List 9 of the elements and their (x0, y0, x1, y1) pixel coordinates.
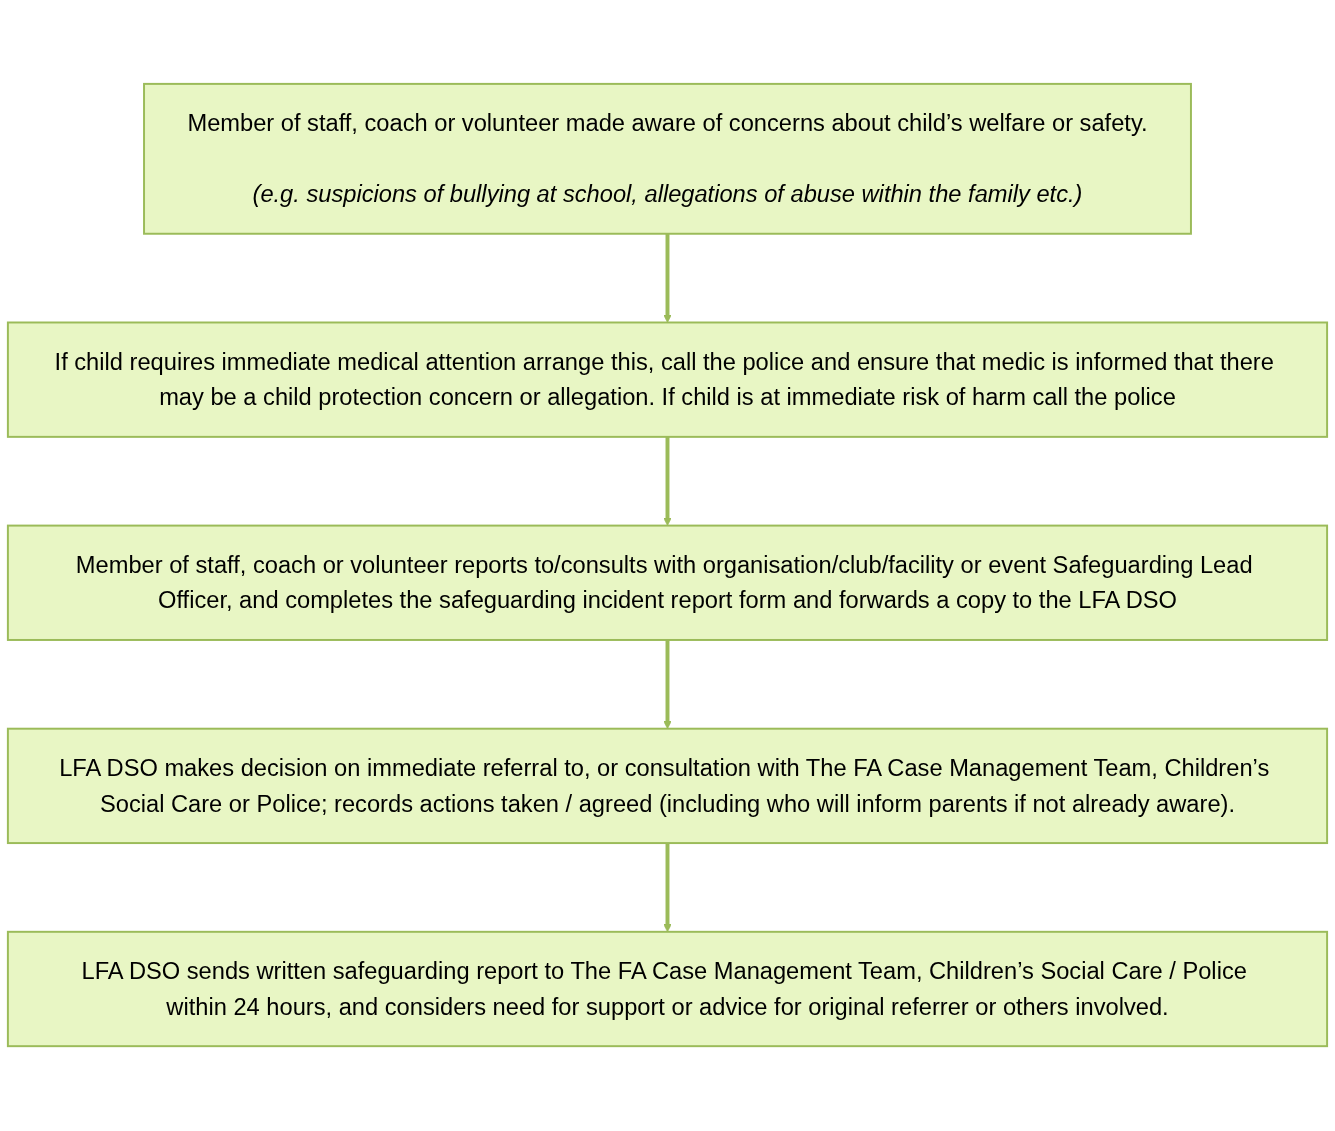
arrow (663, 234, 672, 324)
node-box: Member of staff, coach or volunteer reports to/consults with organisation/club/facility or event Safeguarding Lead Officer, and completes the safeguarding incident report form and forwards a copy to the LFA DSO (6, 525, 1329, 642)
node-box: LFA DSO makes decision on immediate referral to, or consultation with The FA Case Management Team, Children’s Social Care or Police; records actions taken / agreed (including who will inform parents if not already aware). (6, 728, 1329, 845)
arrow (663, 640, 672, 730)
arrow (663, 843, 672, 933)
node-box: Member of staff, coach or volunteer made aware of concerns about child’s welfare or safety. (e.g. suspicions of bullying at school, allegations of abuse within the family etc.) (143, 83, 1192, 236)
arrow (663, 437, 672, 527)
node-box: LFA DSO sends written safeguarding report to The FA Case Management Team, Children’s Social Care / Police within 24 hours, and considers need for support or advice for original referrer or others involved. (6, 931, 1329, 1048)
node-box: If child requires immediate medical attention arrange this, call the police and ensure that medic is informed that there may be a child protection concern or allegation. If child is at immediate risk of harm call the police (6, 321, 1329, 439)
